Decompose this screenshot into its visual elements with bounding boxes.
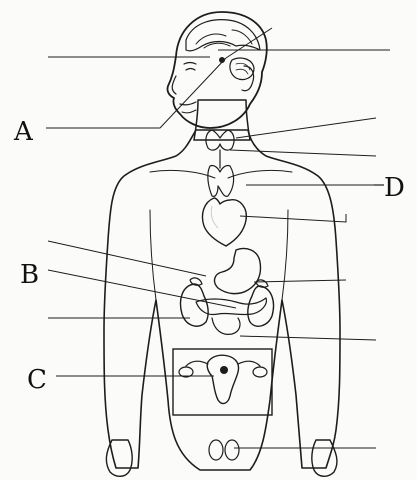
- leader-line-b: [48, 270, 236, 308]
- neck: [194, 100, 250, 140]
- testes: [209, 440, 239, 460]
- human-torso-outline: [104, 130, 340, 476]
- thymus: [208, 165, 234, 196]
- right-ovary: [253, 367, 267, 377]
- leader-lines: [46, 28, 390, 448]
- head: [167, 12, 266, 128]
- reproductive-inset-box: [173, 349, 272, 415]
- leader-line-3: [236, 118, 376, 138]
- stomach: [215, 249, 261, 294]
- heart: [202, 198, 246, 246]
- leader-line-9: [240, 336, 376, 340]
- leader-line-a: [46, 58, 226, 128]
- leader-line-7: [254, 280, 346, 282]
- leader-line-a-brain: [226, 28, 272, 58]
- duodenum: [212, 318, 240, 334]
- uterus-and-ovaries: [179, 355, 267, 403]
- leader-line-4: [230, 150, 376, 156]
- label-c: C: [27, 365, 47, 395]
- label-b: B: [20, 260, 39, 290]
- label-d: D: [384, 173, 405, 203]
- label-a: A: [13, 117, 34, 147]
- leader-line-6: [48, 241, 206, 276]
- leader-line-5: [240, 214, 346, 222]
